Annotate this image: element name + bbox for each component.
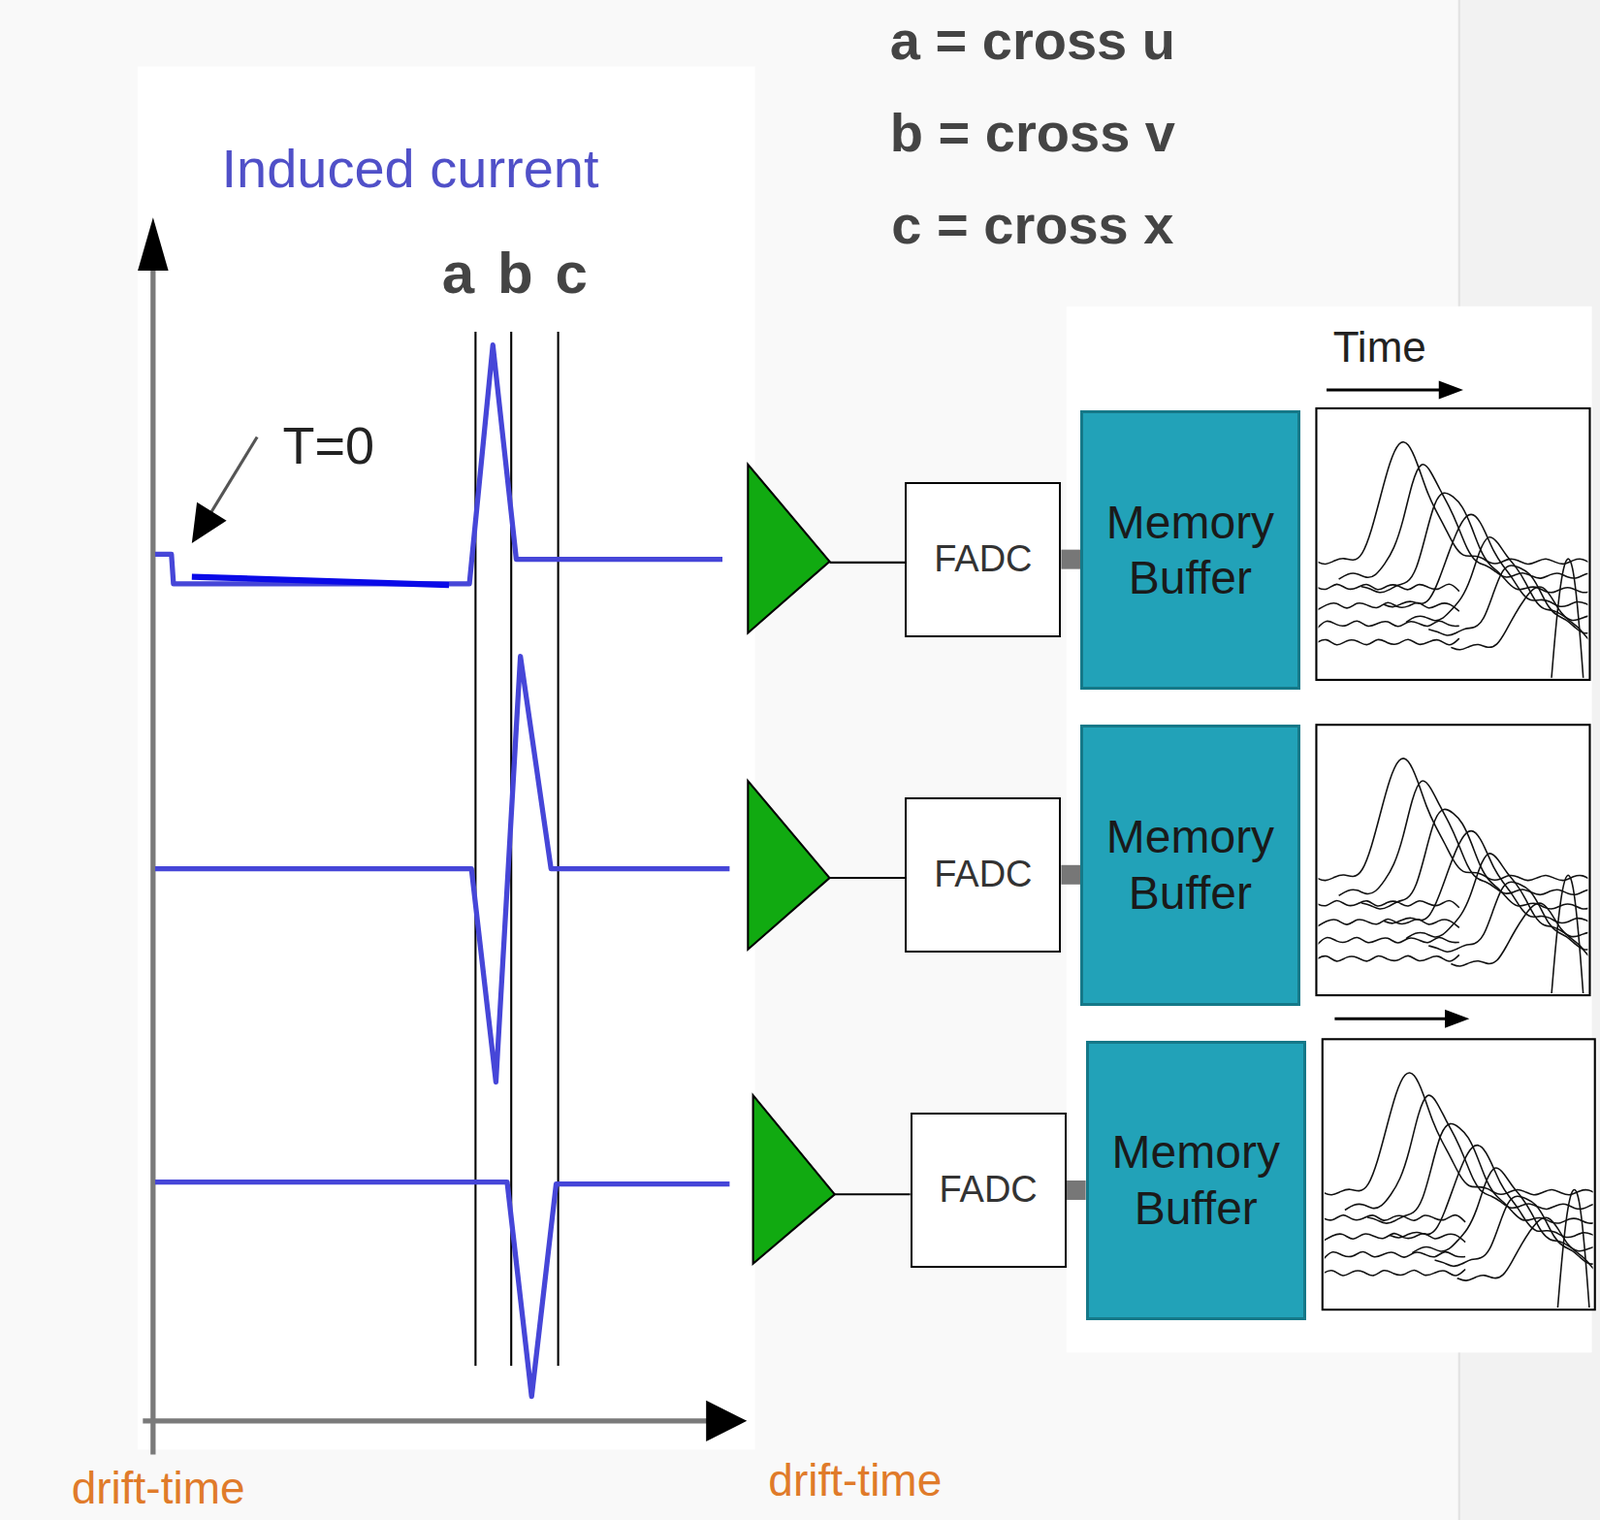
time-arrow xyxy=(1334,1017,1453,1021)
marker-c xyxy=(557,331,560,1366)
sketch-group xyxy=(1318,442,1589,678)
waveform-x xyxy=(155,1182,730,1397)
sketch-trace xyxy=(1318,442,1589,565)
marker-label: a xyxy=(442,241,475,306)
adc-label: FADC xyxy=(933,852,1032,897)
time-arrows xyxy=(1326,389,1453,1019)
bus-connector xyxy=(1060,549,1081,570)
waveforms xyxy=(155,345,730,1397)
amplifiers xyxy=(747,464,834,1264)
sketch-trace xyxy=(1435,1195,1594,1266)
amp-wires xyxy=(830,562,911,1194)
noise-trace xyxy=(1324,1215,1466,1222)
legend-note: b = cross v xyxy=(890,102,1176,163)
marker-a xyxy=(474,331,477,1366)
noise-trace xyxy=(1318,620,1460,630)
x-arrowhead xyxy=(705,1400,747,1441)
noise-trace xyxy=(1318,638,1460,645)
axes xyxy=(142,255,714,1454)
time-zero-label: T=0 xyxy=(283,416,376,475)
display-frames xyxy=(1315,408,1595,1310)
amplifier-symbol xyxy=(747,464,830,634)
sketch-trace xyxy=(1339,464,1589,579)
t0-pointer xyxy=(209,436,257,515)
time-arrowhead xyxy=(1444,1009,1470,1028)
y-axis xyxy=(150,255,156,1454)
wire xyxy=(834,1192,911,1195)
memory-box: Memory Buffer xyxy=(1080,410,1300,690)
adc-box: FADC xyxy=(904,481,1061,638)
waveform-v xyxy=(155,656,730,1083)
noise-trace xyxy=(1324,1233,1466,1243)
noise-trace xyxy=(1318,954,1460,961)
sketch-trace xyxy=(1361,492,1589,593)
noise-trace xyxy=(1318,936,1460,946)
adc-label: FADC xyxy=(938,1167,1037,1213)
wire xyxy=(830,876,906,879)
sketch-group xyxy=(1318,758,1589,993)
x-axis xyxy=(142,1417,714,1423)
sketch-trace xyxy=(1450,902,1588,966)
adc-box: FADC xyxy=(910,1112,1067,1268)
amplifier-symbol xyxy=(753,1094,835,1264)
tail-trace xyxy=(1557,1188,1591,1308)
plot-panel xyxy=(137,65,756,1449)
sketch-trace xyxy=(1389,1145,1593,1239)
axis-label: drift-time xyxy=(768,1455,942,1505)
legend-note: a = cross u xyxy=(890,10,1176,71)
memory-label: Memory Buffer xyxy=(1090,494,1289,607)
wire xyxy=(830,561,906,564)
sketch-trace xyxy=(1428,565,1588,636)
bus-connector xyxy=(1066,1180,1087,1200)
drift-segment xyxy=(192,576,449,585)
sketch-trace xyxy=(1367,1122,1594,1223)
sketch-trace xyxy=(1324,1072,1594,1195)
sketch-trace xyxy=(1406,537,1588,623)
sketch-trace xyxy=(1383,831,1588,925)
noise-trace xyxy=(1318,602,1460,611)
sketch-trace xyxy=(1383,513,1588,608)
marker-label: b xyxy=(497,241,534,306)
axis-label: drift-time xyxy=(71,1463,246,1513)
y-arrowhead xyxy=(137,217,169,271)
tail-trace xyxy=(1550,874,1584,993)
sketch-trace xyxy=(1339,780,1589,896)
marker-label: c xyxy=(555,241,588,306)
memory-box: Memory Buffer xyxy=(1086,1040,1307,1319)
noise-trace xyxy=(1324,1251,1466,1261)
t0-arrowhead xyxy=(192,502,227,544)
noise-trace xyxy=(1318,583,1460,591)
sketch-trace xyxy=(1361,808,1589,909)
adc-label: FADC xyxy=(933,537,1032,582)
noise-trace xyxy=(1318,900,1460,908)
memory-label: Memory Buffer xyxy=(1096,1123,1296,1236)
amplifier-symbol xyxy=(747,780,830,950)
noise-trace xyxy=(1318,919,1460,928)
adc-box: FADC xyxy=(904,797,1061,953)
noise-trace xyxy=(1324,1268,1466,1276)
sketch-trace xyxy=(1457,1216,1594,1280)
memory-label: Memory Buffer xyxy=(1090,808,1289,921)
sketch-trace xyxy=(1406,853,1588,939)
sketch-trace xyxy=(1428,881,1588,952)
legend-note: c = cross x xyxy=(891,194,1174,256)
time-arrowhead xyxy=(1439,381,1464,400)
tail-trace xyxy=(1550,558,1584,678)
memory-box: Memory Buffer xyxy=(1080,724,1300,1005)
sketch-trace xyxy=(1318,758,1589,881)
plot-title: Induced current xyxy=(221,138,599,199)
sketch-traces xyxy=(1315,442,1600,1315)
axis-label: Time xyxy=(1333,323,1427,371)
time-arrow xyxy=(1326,387,1447,391)
waveform-u xyxy=(155,345,723,584)
bus-connector xyxy=(1060,864,1081,885)
sketch-trace xyxy=(1450,586,1588,650)
sketch-group xyxy=(1324,1072,1594,1308)
